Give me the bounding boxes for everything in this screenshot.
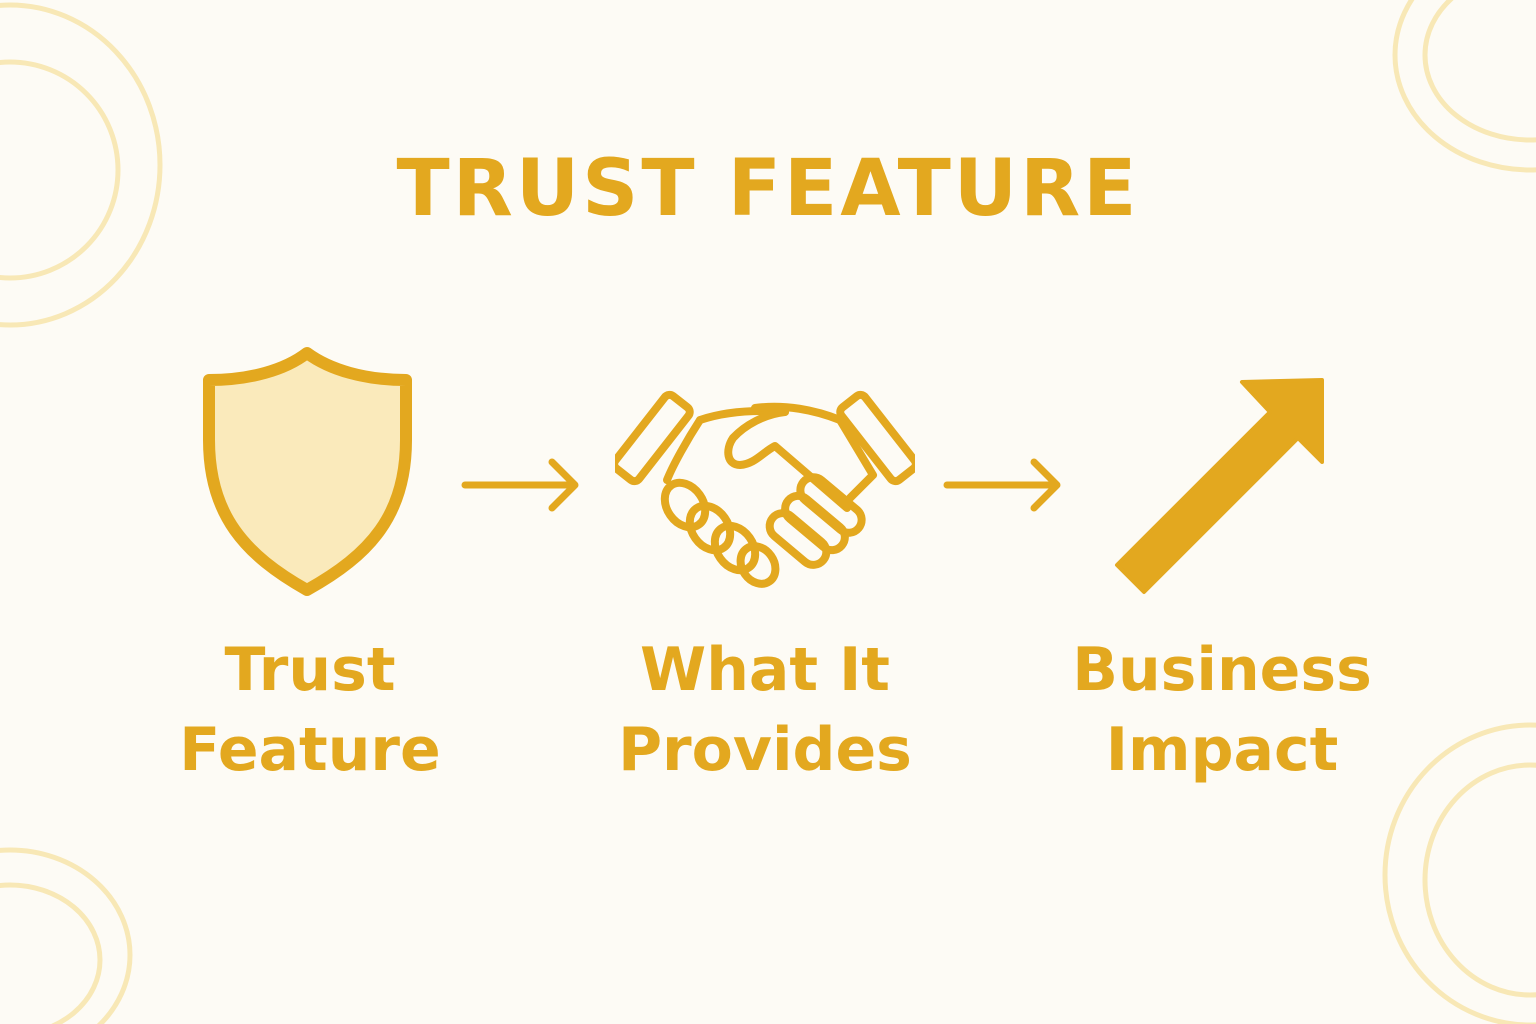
step-label-business-impact: Business Impact bbox=[1012, 630, 1432, 790]
shield-icon bbox=[203, 347, 412, 596]
ring-bottom-left-inner bbox=[0, 882, 103, 1024]
growth-arrow-icon bbox=[1115, 378, 1324, 594]
arrow-right-icon bbox=[943, 458, 1061, 512]
step-label-line: What It bbox=[640, 635, 890, 705]
ring-bottom-right-inner bbox=[1422, 762, 1536, 998]
step-label-line: Business bbox=[1072, 635, 1372, 705]
step-label-line: Impact bbox=[1105, 715, 1339, 785]
arrow-right-icon bbox=[461, 458, 579, 512]
ring-bottom-right-outer bbox=[1382, 722, 1536, 1024]
step-label-line: Feature bbox=[179, 715, 441, 785]
handshake-icon bbox=[615, 390, 915, 588]
step-label-what-it-provides: What It Provides bbox=[555, 630, 975, 790]
ring-top-right-inner bbox=[1422, 0, 1536, 143]
ring-bottom-left-outer bbox=[0, 847, 133, 1024]
step-label-trust-feature: Trust Feature bbox=[100, 630, 520, 790]
ring-top-left-inner bbox=[0, 59, 121, 281]
page-title: TRUST FEATURE bbox=[396, 144, 1140, 234]
step-label-line: Provides bbox=[618, 715, 912, 785]
ring-top-right-outer bbox=[1392, 0, 1536, 173]
step-label-line: Trust bbox=[224, 635, 396, 705]
ring-top-left-outer bbox=[0, 2, 163, 328]
